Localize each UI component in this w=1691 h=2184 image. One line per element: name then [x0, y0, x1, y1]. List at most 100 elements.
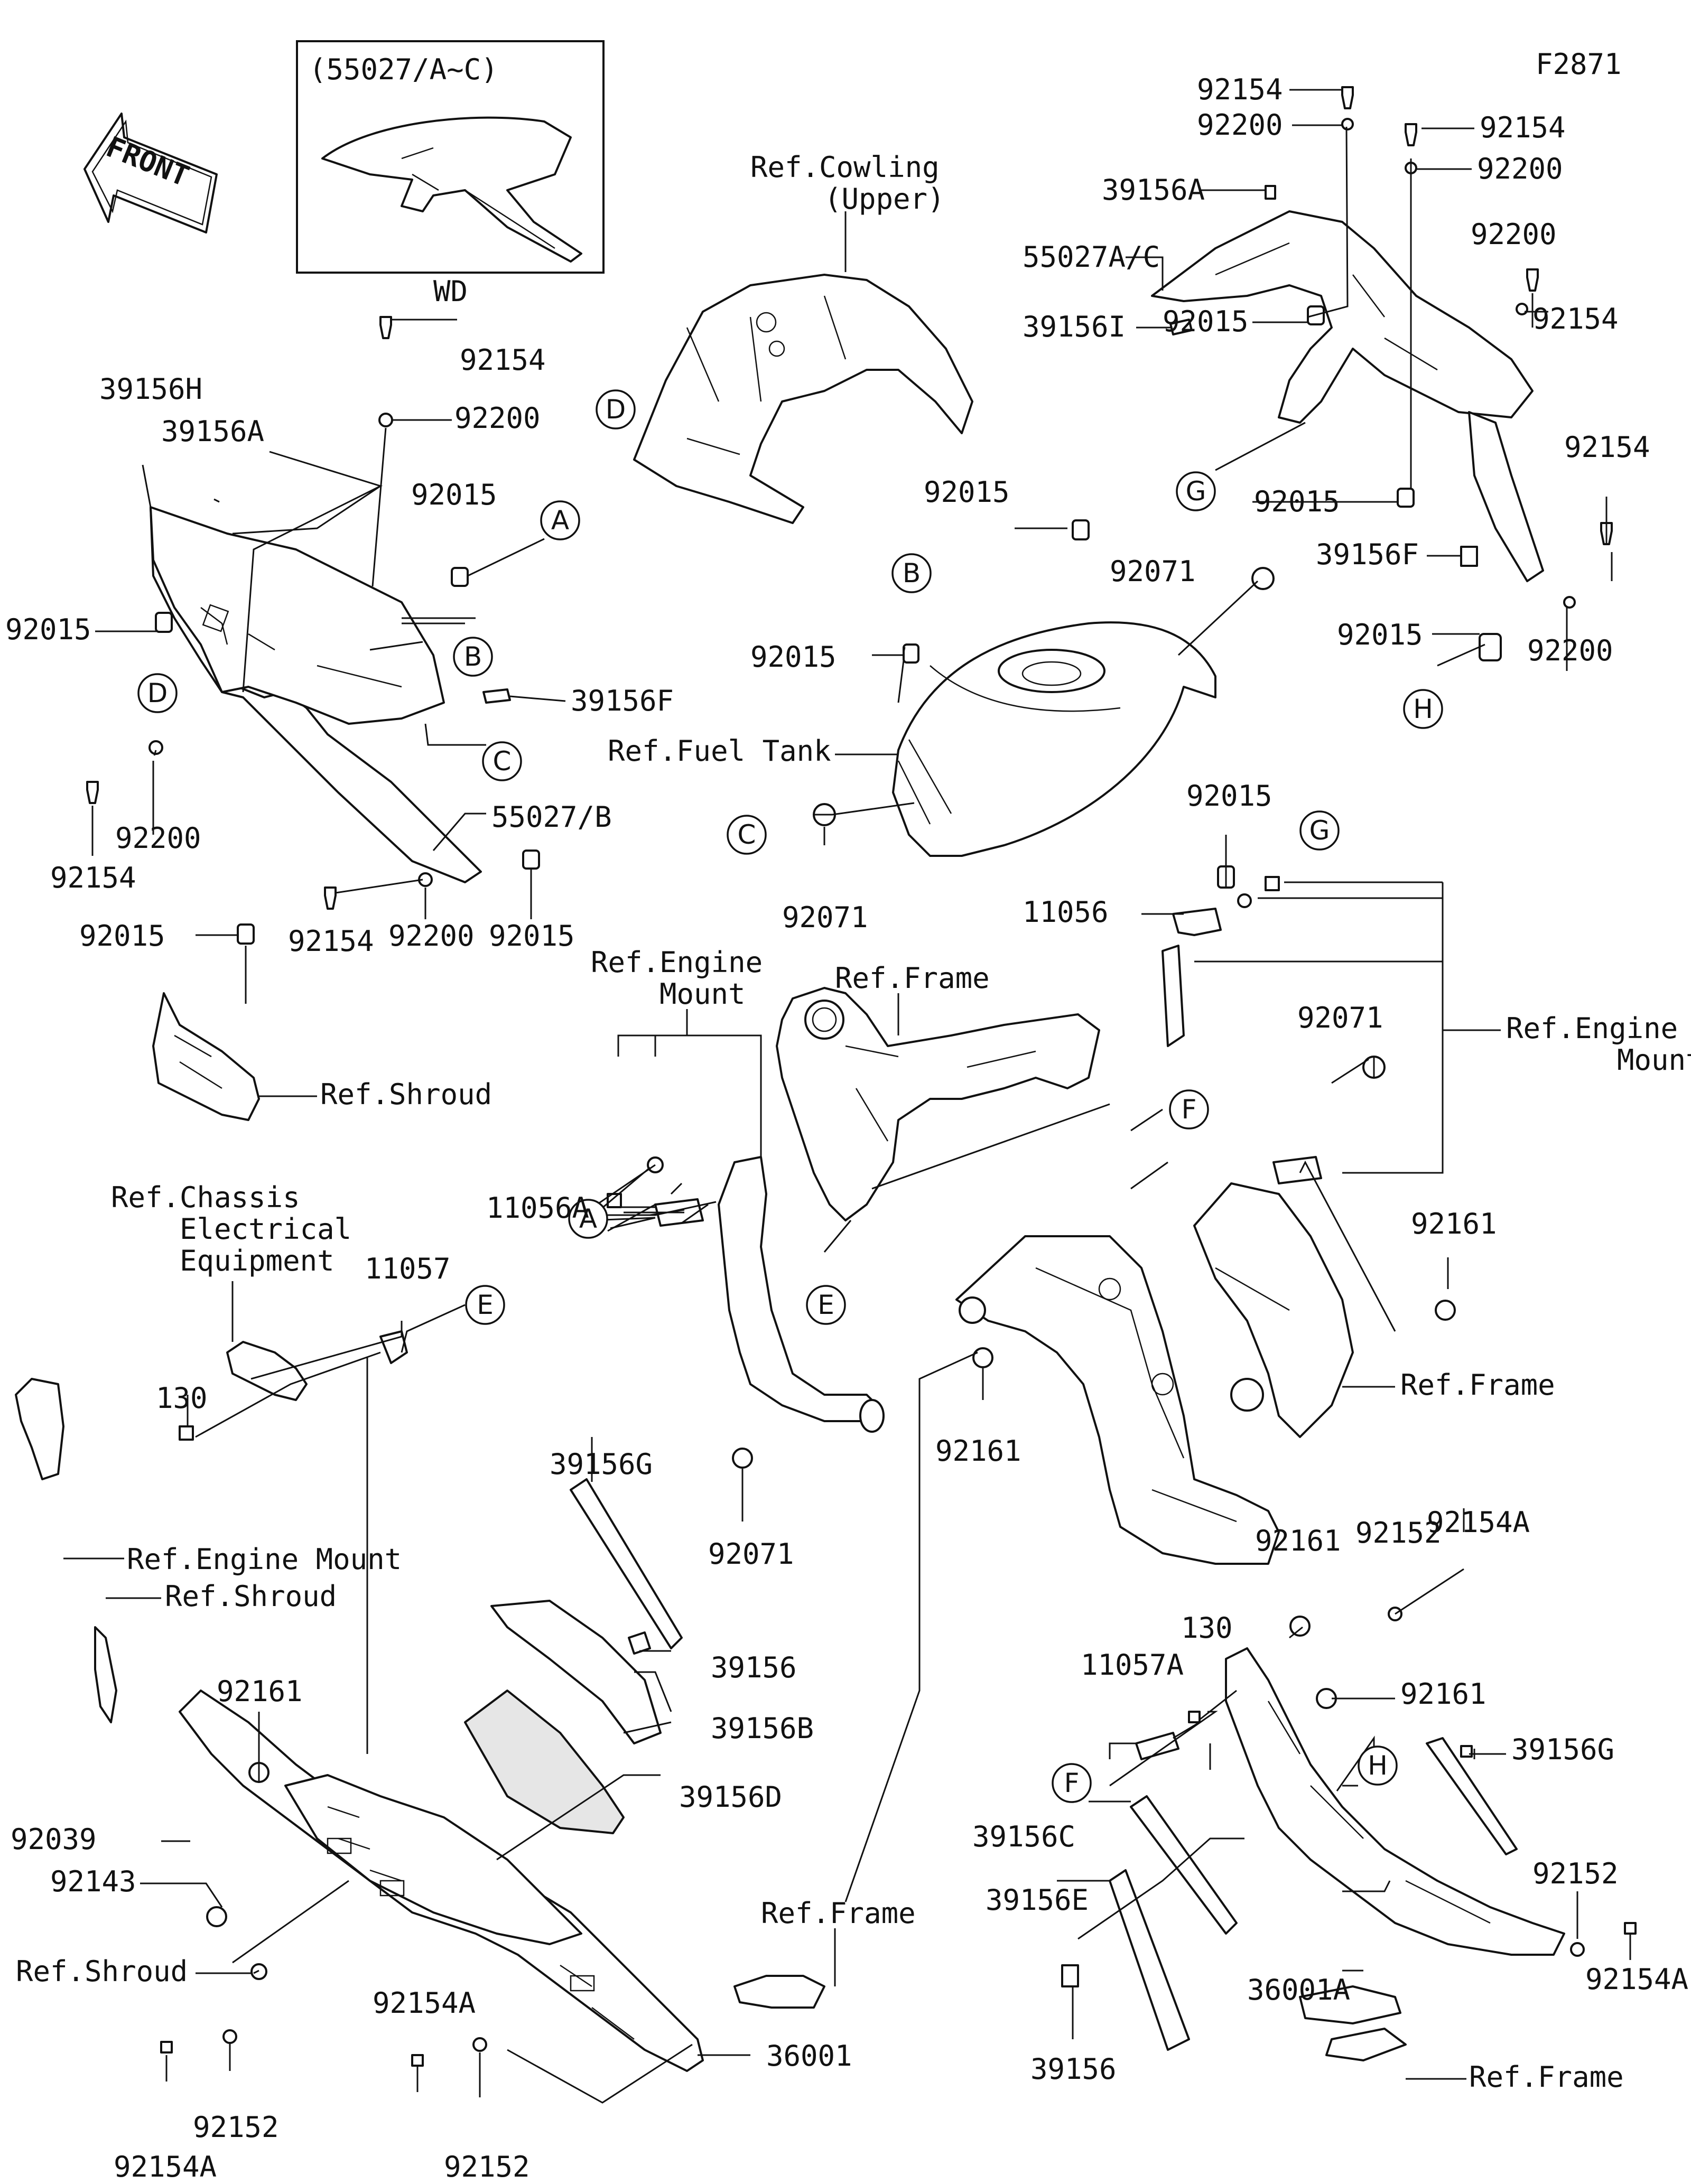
part-label: 55027A/C: [1023, 240, 1160, 274]
circle-marker-e1: E: [806, 1285, 846, 1325]
ref-engine-mount-left: Ref.Engine Mount: [127, 1543, 402, 1576]
circle-marker-d2: D: [596, 389, 636, 430]
engine-mount-left-part: [15, 1378, 117, 1723]
lower-cowl-left: [179, 1690, 704, 2072]
circle-marker-f2: F: [1052, 1763, 1092, 1803]
part-label: 11057: [365, 1252, 451, 1285]
fuel-tank: [892, 621, 1216, 857]
part-label: 92200: [1197, 108, 1283, 142]
part-label: 39156F: [1316, 538, 1419, 571]
ref-shroud-low: Ref.Shroud: [16, 1955, 188, 1988]
ref-frame-bottom-right: Ref.Frame: [1469, 2060, 1624, 2094]
part-label: 130: [1181, 1611, 1233, 1645]
svg-text:D: D: [606, 394, 626, 425]
svg-text:B: B: [464, 641, 482, 672]
part-label: 11056: [1023, 895, 1109, 929]
circle-marker-a2: A: [568, 1199, 608, 1239]
svg-text:D: D: [147, 678, 168, 708]
chassis-bracket: [226, 1330, 408, 1401]
circle-marker-b2: B: [891, 553, 932, 593]
ref-shroud-mid: Ref.Shroud: [165, 1580, 337, 1613]
part-label: 39156: [1030, 2052, 1117, 2086]
cowling-upper-part: [633, 274, 973, 524]
figure-code: F2871: [1536, 48, 1622, 81]
part-label: 92200: [454, 402, 541, 435]
circle-marker-h1: H: [1403, 689, 1443, 729]
part-label: 92015: [489, 919, 575, 953]
circle-marker-c2: C: [727, 815, 767, 855]
part-label: 92161: [1400, 1677, 1486, 1711]
part-label: 39156G: [550, 1448, 653, 1481]
svg-text:C: C: [738, 819, 756, 850]
part-label: 92015: [1186, 779, 1272, 813]
part-label: 39156I: [1023, 310, 1126, 343]
part-label: 92071: [782, 901, 868, 934]
svg-text:F: F: [1182, 1094, 1197, 1125]
part-label: 92015: [924, 475, 1010, 509]
part-label: 92015: [1337, 618, 1423, 651]
part-label: 39156G: [1511, 1733, 1614, 1766]
ref-frame-bottom-center: Ref.Frame: [761, 1897, 916, 1930]
part-label: 92015: [5, 613, 91, 646]
circle-marker-c1: C: [482, 741, 522, 781]
inset-caption: WD: [433, 275, 468, 308]
circle-marker-g2: G: [1299, 810, 1340, 851]
circle-marker-h2: H: [1358, 1746, 1398, 1786]
part-label: 92015: [411, 478, 497, 511]
svg-text:E: E: [817, 1290, 834, 1320]
frame-bottom-right-part: [1299, 1985, 1407, 2061]
part-label: 92154A: [1427, 1506, 1530, 1539]
ref-engine-mount-center-1: Ref.Engine: [591, 946, 763, 979]
svg-text:C: C: [493, 746, 512, 777]
part-label: 92154: [50, 861, 136, 894]
part-label: 92200: [115, 822, 201, 855]
part-label: 92015: [1254, 485, 1340, 518]
part-label: 92200: [1477, 152, 1563, 185]
part-label: 39156H: [99, 372, 202, 406]
part-label: 39156F: [571, 684, 674, 717]
part-label: 39156A: [161, 415, 264, 448]
part-label: 92154: [460, 343, 546, 377]
svg-text:E: E: [477, 1290, 494, 1320]
ref-chassis-2: Electrical: [180, 1212, 351, 1246]
ref-engine-mount-right-1: Ref.Engine: [1506, 1012, 1678, 1045]
part-label: 92161: [1255, 1524, 1341, 1557]
part-label: 92154A: [373, 1986, 476, 2020]
frame-bottom-center-part: [733, 1975, 825, 2009]
ref-chassis-1: Ref.Chassis: [111, 1181, 300, 1214]
lower-cowl-right: [1225, 1647, 1565, 1956]
part-label: 92071: [708, 1537, 794, 1571]
engine-mount-bracket: [718, 1156, 885, 1433]
part-label: 92152: [193, 2111, 279, 2144]
part-label: 92152: [1532, 1857, 1619, 1890]
circle-marker-a1: A: [540, 500, 580, 540]
inset-title: (55027/A~C): [309, 53, 498, 86]
front-arrow-icon: FRONT: [83, 113, 218, 234]
circle-marker-d1: D: [137, 673, 178, 713]
part-label: 92152: [444, 2150, 530, 2183]
ref-engine-mount-right-2: Mount: [1617, 1043, 1691, 1077]
part-label: 92200: [1471, 218, 1557, 251]
part-label: 92071: [1297, 1001, 1383, 1034]
part-label: 92200: [1527, 634, 1613, 667]
svg-text:H: H: [1413, 694, 1433, 724]
part-label: 92154A: [114, 2150, 217, 2183]
ref-frame-top: Ref.Frame: [835, 962, 990, 995]
part-label: 92154: [1480, 111, 1566, 144]
part-label: 11057A: [1081, 1648, 1184, 1682]
circle-marker-e2: E: [465, 1285, 505, 1325]
ref-engine-mount-center-2: Mount: [659, 977, 746, 1011]
svg-text:B: B: [903, 558, 921, 589]
inset-wd: (55027/A~C) WD: [296, 40, 605, 308]
circle-marker-g1: G: [1176, 471, 1216, 511]
part-label: 92200: [388, 919, 475, 953]
circle-marker-f1: F: [1169, 1089, 1209, 1130]
ref-fuel-tank: Ref.Fuel Tank: [608, 734, 831, 768]
part-label: 36001: [766, 2039, 852, 2073]
part-label: 92161: [217, 1675, 303, 1708]
svg-text:G: G: [1186, 476, 1206, 507]
part-label: 92039: [11, 1823, 97, 1856]
ref-cowling-upper-2: (Upper): [824, 182, 945, 216]
part-labels: 92154 92200 39156H 39156A 92015 92015 39…: [5, 73, 1688, 2183]
